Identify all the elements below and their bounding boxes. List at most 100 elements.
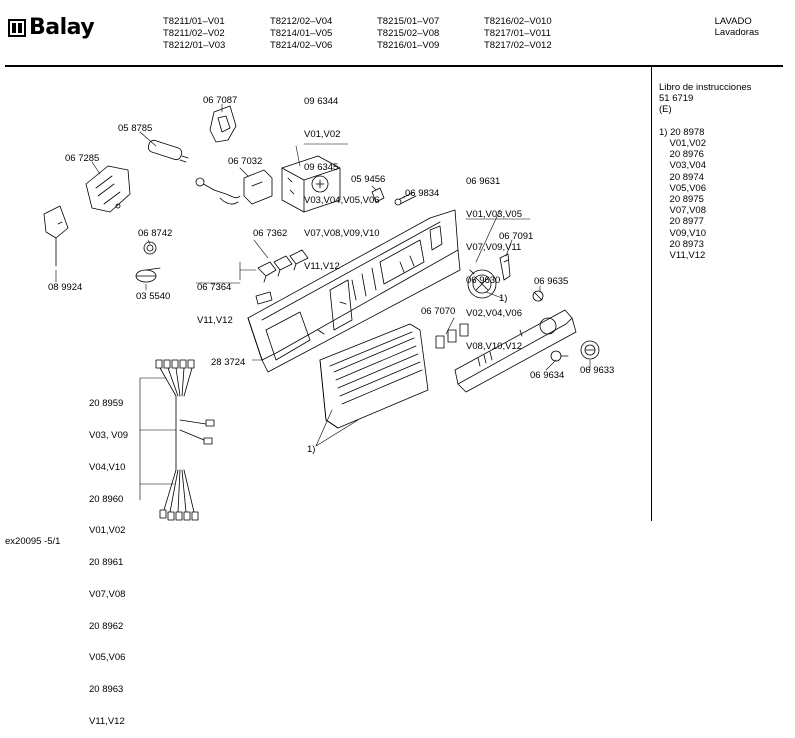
part-label: 06 9834 xyxy=(405,188,440,199)
model-number: T8212/02–V04 xyxy=(270,16,333,27)
drawer-front xyxy=(319,323,429,429)
variant-label: V04,V10 xyxy=(89,461,126,473)
part-label: 06 7070 xyxy=(421,306,456,317)
footnote-marker: 1) xyxy=(499,293,508,304)
exploded-parts-drawing xyxy=(43,103,600,521)
part-label: 08 9924 xyxy=(48,282,83,293)
part-label: 20 8960 xyxy=(89,493,124,505)
bracket-part xyxy=(209,105,237,143)
cable-clamp xyxy=(135,267,161,283)
part-label: 06 9631 xyxy=(466,176,501,187)
part-label: 06 7285 xyxy=(65,153,100,164)
model-number: T8216/01–V09 xyxy=(377,40,440,51)
sidebar-line: V01,V02 xyxy=(659,138,707,150)
sidebar-line: 20 8974 xyxy=(659,171,704,183)
push-buttons xyxy=(435,323,469,349)
timer-unit xyxy=(281,155,341,213)
model-column-1: T8211/01–V01 T8211/02–V02 T8212/01–V03 xyxy=(163,16,225,52)
sidebar-line: V03,V04 xyxy=(659,160,707,172)
variant-label: V02,V04,V06 xyxy=(466,308,522,319)
variant-label: V03,V04,V05,V06 xyxy=(304,195,380,206)
sidebar-line: 51 6719 xyxy=(659,93,694,105)
part-label: 06 7364 xyxy=(197,282,232,293)
part-label: 09 6345 xyxy=(304,162,339,173)
lamp-holder xyxy=(371,187,385,203)
sidebar-notes: Libro de instrucciones 51 6719 (E) 1) 20… xyxy=(659,82,751,261)
model-number: T8215/02–V08 xyxy=(377,28,440,39)
variant-label: V01,V02 xyxy=(304,129,341,140)
pressure-switch xyxy=(195,169,273,205)
part-label: 05 9456 xyxy=(351,174,386,185)
control-strip-panel xyxy=(454,309,577,393)
cable-clip xyxy=(143,241,157,255)
indicator-lamp xyxy=(394,191,417,206)
model-number: T8217/02–V012 xyxy=(484,40,552,51)
variant-label: V07,V08 xyxy=(89,588,126,600)
model-number: T8211/01–V01 xyxy=(163,16,225,27)
block-underlines xyxy=(195,143,531,284)
variant-label: V01,V03,V05 xyxy=(466,209,522,220)
control-panel-housing xyxy=(247,209,461,373)
category-title: LAVADO xyxy=(714,16,752,27)
program-selector xyxy=(467,269,497,299)
part-label: 06 9633 xyxy=(580,365,615,376)
variant-label: V11,V12 xyxy=(89,716,125,727)
part-label: 05 8785 xyxy=(118,123,153,134)
variant-label: V11,V12 xyxy=(304,261,340,272)
leader-lines xyxy=(55,103,591,501)
power-plug xyxy=(43,205,69,267)
model-number: T8214/01–V05 xyxy=(270,28,333,39)
sidebar-line: 20 8973 xyxy=(659,238,704,250)
part-label: 20 8963 xyxy=(89,684,124,696)
sidebar-line: V09,V10 xyxy=(659,227,707,239)
electronic-module xyxy=(85,165,131,213)
model-number: T8216/02–V010 xyxy=(484,16,552,27)
model-column-2: T8212/02–V04 T8214/01–V05 T8214/02–V06 xyxy=(270,16,332,52)
variant-label: V11,V12 xyxy=(197,315,233,326)
part-label: 28 3724 xyxy=(211,357,246,368)
model-number: T8217/01–V011 xyxy=(484,28,551,39)
rotary-switches xyxy=(257,249,309,283)
category-subtitle: Lavadoras xyxy=(714,27,759,38)
variant-label: V01,V02 xyxy=(89,525,126,537)
part-label-block: 06 7364 V11,V12 xyxy=(197,260,233,337)
page-code: ex20095 -5/1 xyxy=(5,536,61,547)
category-heading: LAVADO Lavadoras xyxy=(715,16,759,38)
sidebar-line: V07,V08 xyxy=(659,205,707,217)
model-number: T8212/01–V03 xyxy=(163,40,226,51)
part-label: 06 9630 xyxy=(466,275,501,286)
wiring-harness xyxy=(155,359,215,521)
header-divider xyxy=(5,65,783,67)
sidebar-line: Libro de instrucciones xyxy=(659,82,752,93)
model-column-3: T8215/01–V07 T8215/02–V08 T8216/01–V09 xyxy=(377,16,439,52)
sidebar-line: V11,V12 xyxy=(659,250,706,262)
part-label: 09 6344 xyxy=(304,96,339,107)
model-number: T8215/01–V07 xyxy=(377,16,440,27)
sidebar-divider xyxy=(651,67,652,521)
variant-label: V03, V09 xyxy=(89,429,129,441)
sidebar-line: 1) 20 8978 xyxy=(659,126,705,138)
part-label: 06 9635 xyxy=(534,276,569,287)
footnote-marker: 1) xyxy=(307,444,316,455)
sidebar-line: 20 8977 xyxy=(659,216,704,228)
sidebar-line: (E) xyxy=(659,104,672,116)
sidebar-line: 20 8975 xyxy=(659,194,704,206)
sidebar-line: 20 8976 xyxy=(659,149,704,161)
part-label: 06 8742 xyxy=(138,228,173,239)
part-label: 20 8962 xyxy=(89,620,124,632)
part-label: 20 8961 xyxy=(89,557,124,569)
part-label: 20 8959 xyxy=(89,398,124,410)
sidebar-line: V05,V06 xyxy=(659,182,707,194)
harness-label-block: 20 8959 V03, V09 V04,V10 20 8960 V01,V02… xyxy=(89,378,128,738)
model-number: T8214/02–V06 xyxy=(270,40,333,51)
part-label: 03 5540 xyxy=(136,291,171,302)
part-label: 06 7091 xyxy=(499,231,534,242)
variant-label: V08,V10,V12 xyxy=(466,341,522,352)
knob-small xyxy=(550,350,569,362)
brand-mark-icon xyxy=(8,18,26,37)
variant-label: V07,V09,V11 xyxy=(466,242,522,253)
part-label-block: 06 9631 V01,V03,V05 V07,V09,V11 06 9630 … xyxy=(466,154,522,363)
model-column-4: T8216/02–V010 T8217/01–V011 T8217/02–V01… xyxy=(484,16,552,52)
variant-label: V05,V06 xyxy=(89,652,126,664)
door-latch xyxy=(499,253,511,281)
